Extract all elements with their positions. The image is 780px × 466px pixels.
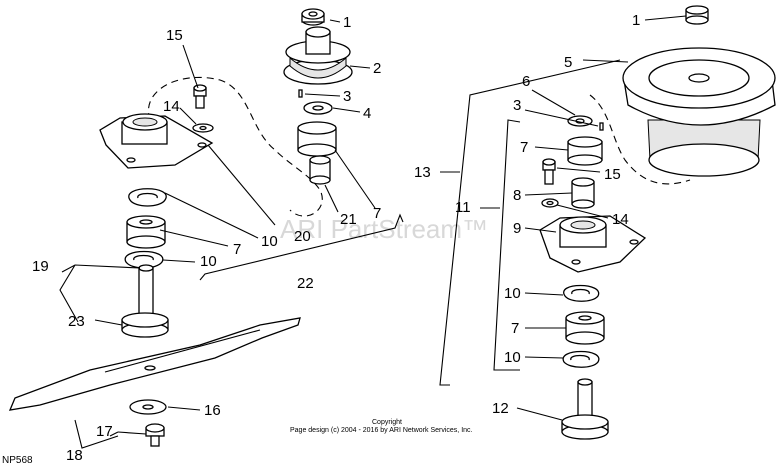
part-1-hex-nut[interactable] [301, 8, 325, 26]
part-10-snap-ring-lower-left[interactable] [124, 250, 164, 269]
callout-13: 13 [414, 164, 431, 181]
callout-3-right: 3 [513, 97, 521, 114]
callout-7: 7 [373, 205, 381, 222]
part-4-washer[interactable] [303, 101, 333, 115]
part-15-grease-fitting-left[interactable] [193, 84, 207, 109]
part-3-key[interactable] [298, 89, 303, 98]
callout-10: 10 [261, 233, 278, 250]
part-21-sleeve[interactable] [309, 155, 331, 185]
callout-1: 1 [343, 14, 351, 31]
callout-17: 17 [96, 423, 113, 440]
callout-14-right: 14 [612, 211, 629, 228]
part-10-snap-ring-upper-left[interactable] [128, 188, 167, 207]
callout-23: 23 [68, 313, 85, 330]
part-9-spindle-housing-right[interactable] [539, 215, 647, 273]
part-7-spacer-upper[interactable] [297, 121, 337, 157]
part-1-hex-nut-right[interactable] [685, 5, 709, 25]
callout-8: 8 [513, 187, 521, 204]
callout-7-right-b: 7 [511, 320, 519, 337]
mower-blade[interactable] [8, 317, 301, 411]
callout-1-right: 1 [632, 12, 640, 29]
belt-path-left [147, 76, 323, 217]
callout-16: 16 [204, 402, 221, 419]
callout-4: 4 [363, 105, 371, 122]
part-6-washer[interactable] [567, 115, 593, 127]
callout-10b: 10 [200, 253, 217, 270]
callout-15: 15 [166, 27, 183, 44]
part-14-washer-right[interactable] [541, 198, 559, 208]
callout-20: 20 [294, 228, 311, 245]
callout-numbers: 1 2 3 4 7 21 15 14 20 10 7 10 22 19 23 1… [32, 12, 640, 464]
callout-5: 5 [564, 54, 572, 71]
callout-18: 18 [66, 447, 83, 464]
callout-7b: 7 [233, 241, 241, 258]
callout-10-right-b: 10 [504, 349, 521, 366]
callout-7-right: 7 [520, 139, 528, 156]
callout-14: 14 [163, 98, 180, 115]
part-3-key-right[interactable] [599, 122, 604, 131]
part-16-blade-washer[interactable] [129, 399, 167, 415]
part-8-sleeve-right[interactable] [571, 177, 595, 209]
belt-path-right [589, 94, 691, 185]
part-5-large-pulley[interactable] [622, 47, 776, 177]
callout-19: 19 [32, 258, 49, 275]
callout-21: 21 [340, 211, 357, 228]
callout-12: 12 [492, 400, 509, 417]
part-2-small-pulley[interactable] [283, 26, 353, 85]
part-10-snap-ring-right-upper[interactable] [563, 284, 600, 302]
part-20-spindle-housing-left[interactable] [99, 113, 214, 169]
part-12-spindle-right[interactable] [561, 378, 609, 440]
leader-lines [59, 15, 687, 449]
callout-22: 22 [297, 275, 314, 292]
figure-code: NP568 [2, 455, 33, 466]
part-23-spindle-left[interactable] [121, 264, 169, 338]
callout-10-right-a: 10 [504, 285, 521, 302]
part-14-washer-left[interactable] [192, 123, 214, 133]
callout-6: 6 [522, 73, 530, 90]
part-17-bolt[interactable] [145, 423, 165, 447]
part-15-grease-fitting-right[interactable] [542, 158, 556, 185]
copyright-line-2: Page design (c) 2004 - 2016 by ARI Netwo… [290, 427, 473, 434]
callout-15-right: 15 [604, 166, 621, 183]
part-7-bearing-left[interactable] [126, 215, 166, 249]
callout-11: 11 [455, 199, 471, 216]
copyright-line-1: Copyright [372, 419, 402, 426]
watermark: ARI PartStream™ [280, 214, 488, 244]
part-10-snap-ring-right-lower[interactable] [562, 350, 600, 368]
part-7-bearing-right[interactable] [565, 311, 605, 345]
part-7-spacer-right-upper[interactable] [567, 136, 603, 166]
callout-9: 9 [513, 220, 521, 237]
callout-2: 2 [373, 60, 381, 77]
callout-3: 3 [343, 88, 351, 105]
